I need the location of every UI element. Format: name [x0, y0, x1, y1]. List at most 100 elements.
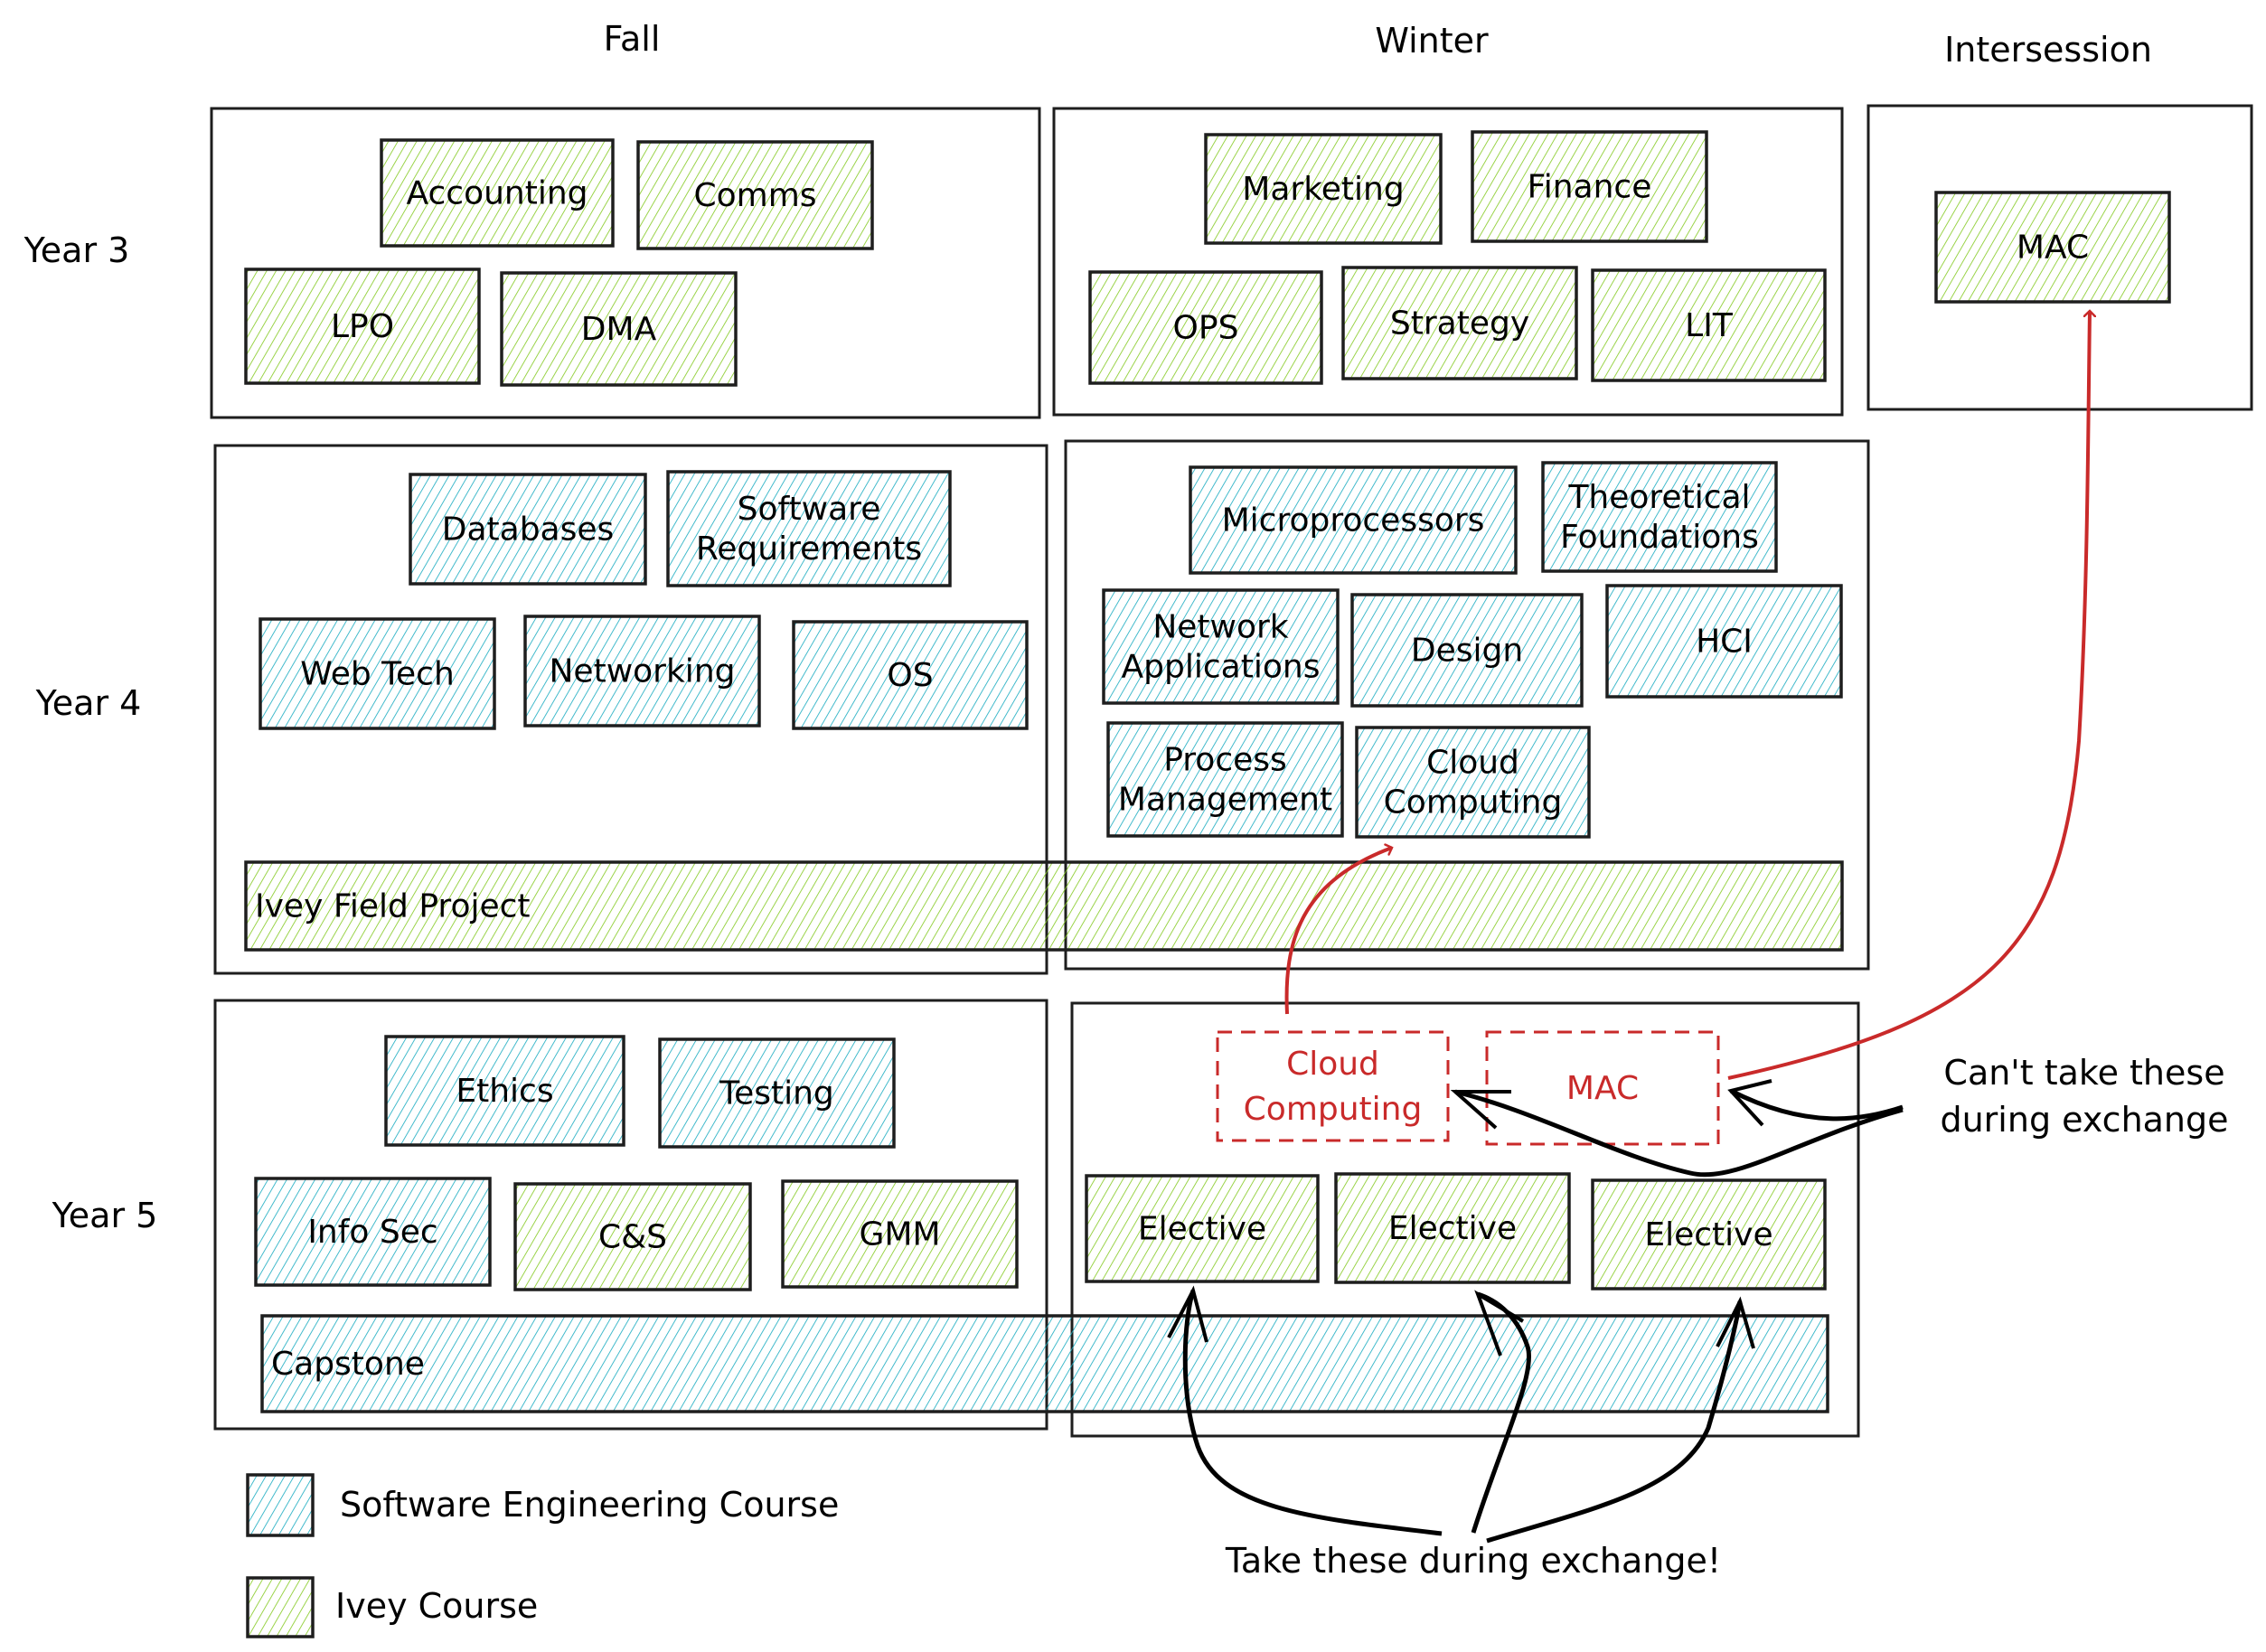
course-box-fill: [1334, 1172, 1571, 1284]
course-label: Ethics: [456, 1073, 553, 1110]
course-box-elective[interactable]: Elective: [1591, 1178, 1827, 1291]
course-box-fill: [1541, 461, 1778, 573]
course-label: MAC: [2017, 230, 2089, 267]
course-box-design[interactable]: Design: [1350, 593, 1584, 708]
arrow-head-elective-3: [1716, 1296, 1755, 1349]
course-box-mac[interactable]: MAC: [1934, 191, 2171, 304]
term-header-intersession: Intersession: [1944, 30, 2152, 70]
course-label: Databases: [442, 512, 615, 549]
container-y4-fall: [213, 444, 1048, 975]
course-box-elective[interactable]: Elective: [1334, 1172, 1571, 1284]
course-box-fill: [1591, 1178, 1827, 1291]
course-box-microprocessors[interactable]: Microprocessors: [1189, 465, 1518, 575]
course-span-fill: [244, 860, 1844, 952]
course-box-lit[interactable]: LIT: [1591, 268, 1827, 382]
course-box-fill: [781, 1179, 1019, 1289]
course-box-elective[interactable]: Elective: [1085, 1174, 1320, 1283]
legend-swatch: [246, 1473, 315, 1537]
course-label: Elective: [1138, 1211, 1266, 1248]
course-label: Testing: [719, 1075, 834, 1112]
year-label-5: Year 5: [52, 1196, 158, 1235]
course-box-info-sec[interactable]: Info Sec: [254, 1177, 492, 1287]
year-label-3: Year 3: [24, 230, 130, 270]
annotation-arrows: [1167, 311, 2090, 1544]
course-box-gmm[interactable]: GMM: [781, 1179, 1019, 1289]
course-box-fill: [666, 470, 952, 587]
note-take-during-exchange: Take these during exchange!: [1225, 1541, 1721, 1581]
course-label: HCI: [1696, 624, 1753, 661]
course-box-marketing[interactable]: Marketing: [1204, 133, 1443, 245]
arrow-cloud-computing-to-year4: [1284, 848, 1392, 1015]
course-box-fill: [1355, 726, 1591, 839]
course-box-fill: [1085, 1174, 1320, 1283]
course-label: MAC: [1566, 1070, 1639, 1107]
course-box-fill: [1605, 584, 1843, 699]
course-box-c-s[interactable]: C&S: [513, 1182, 752, 1291]
course-span-capstone[interactable]: Capstone: [260, 1314, 1829, 1413]
course-box-fill: [523, 615, 761, 727]
course-label: Design: [1411, 633, 1523, 670]
arrow-head-cloud: [1450, 1090, 1511, 1130]
course-box-fill: [259, 617, 496, 730]
course-box-fill: [636, 140, 874, 250]
course-box-fill: [1088, 270, 1323, 385]
arrow-take-to-elective-3: [1486, 1300, 1743, 1544]
course-box-strategy[interactable]: Strategy: [1341, 266, 1578, 380]
container-y5-fall: [213, 999, 1048, 1431]
moved-course-mac[interactable]: MAC: [1485, 1030, 1720, 1146]
course-box-fill: [1350, 593, 1584, 708]
course-box-ops[interactable]: OPS: [1088, 270, 1323, 385]
course-label: Comms: [693, 177, 816, 214]
course-box-os[interactable]: OS: [792, 620, 1029, 730]
legend-label: Software Engineering Course: [340, 1485, 839, 1525]
course-label: C&S: [598, 1219, 667, 1256]
course-box-fill: [384, 1035, 625, 1147]
course-label: LIT: [1685, 307, 1734, 344]
container-y5-winter: [1070, 1001, 1860, 1438]
legend-swatch: [246, 1576, 315, 1638]
arrow-take-to-elective-1: [1182, 1290, 1443, 1536]
course-box-fill: [513, 1182, 752, 1291]
course-span-ivey-field-project[interactable]: Ivey Field Project: [244, 860, 1844, 952]
course-box-hci[interactable]: HCI: [1605, 584, 1843, 699]
course-box-finance[interactable]: Finance: [1471, 130, 1708, 243]
course-box-accounting[interactable]: Accounting: [380, 138, 615, 248]
course-box-testing[interactable]: Testing: [658, 1037, 896, 1149]
course-box-web-tech[interactable]: Web Tech: [259, 617, 496, 730]
course-box-dma[interactable]: DMA: [500, 271, 738, 387]
course-label: Marketing: [1242, 171, 1404, 208]
course-label: Info Sec: [307, 1214, 437, 1251]
course-label: Networking: [550, 653, 736, 690]
course-box-networking[interactable]: Networking: [523, 615, 761, 727]
course-box-comms[interactable]: Comms: [636, 140, 874, 250]
course-box-ethics[interactable]: Ethics: [384, 1035, 625, 1147]
course-label: OPS: [1173, 310, 1239, 347]
course-label: DMA: [581, 311, 657, 348]
term-header-fall: Fall: [604, 19, 661, 59]
course-box-databases[interactable]: Databases: [409, 473, 647, 586]
course-label: Finance: [1528, 169, 1652, 206]
course-label: Elective: [1644, 1216, 1772, 1253]
arrow-mac-to-intersession: [1727, 311, 2090, 1080]
course-box-fill: [1341, 266, 1578, 380]
course-box-lpo[interactable]: LPO: [244, 268, 481, 385]
arrow-head-elective-2: [1474, 1290, 1525, 1356]
term-containers: [210, 104, 2253, 1438]
course-label: Ivey Field Project: [255, 888, 531, 925]
term-header-winter: Winter: [1375, 21, 1489, 61]
course-box-fill: [1591, 268, 1827, 382]
